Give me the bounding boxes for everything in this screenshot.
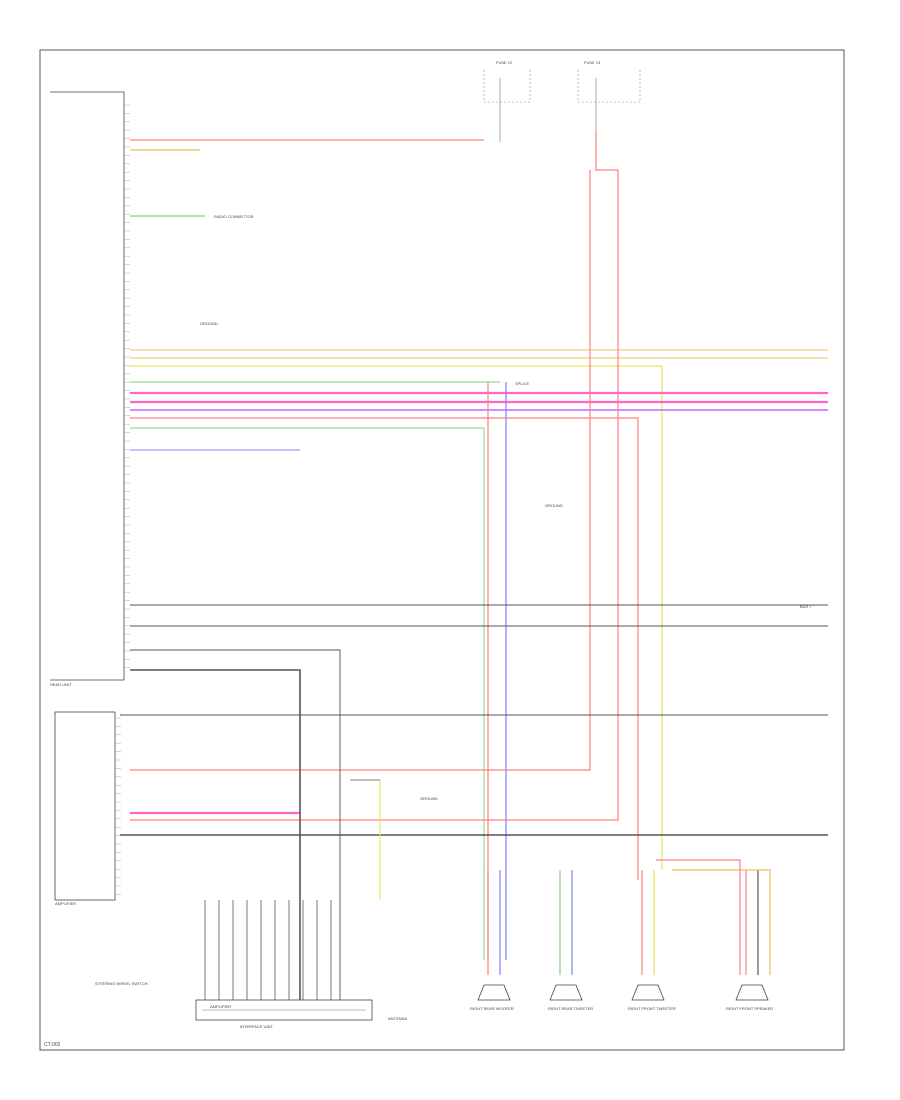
- splice-label: SPLICE: [515, 381, 530, 386]
- speaker-icon: [477, 984, 511, 1001]
- component-label-interface-unit: INTERFACE UNIT: [240, 1024, 273, 1029]
- head-unit-pins: [124, 104, 130, 669]
- head-unit: [50, 91, 130, 681]
- ground-label-mid: GROUND: [545, 503, 563, 508]
- component-label-amplifier: AMPLIFIER: [55, 901, 76, 906]
- speaker-icon: [549, 984, 583, 1001]
- wire-yellow-long: [130, 365, 663, 870]
- footer-code: CT-002: [44, 1042, 61, 1048]
- radio-note: RADIO CONNECTOR: [214, 214, 254, 219]
- component-label-rf-speaker: RIGHT FRONT SPEAKER: [726, 1006, 773, 1011]
- speaker-icon: [631, 984, 665, 1001]
- bus-label: BUS +: [800, 604, 812, 609]
- ground-label-top: GROUND: [200, 321, 218, 326]
- wire-grey-drop-1: [130, 669, 301, 1000]
- svg-text:FUSE 12: FUSE 12: [496, 60, 513, 65]
- svg-text:FUSE 13: FUSE 13: [584, 60, 601, 65]
- wire-red-speaker: [656, 859, 741, 975]
- fuse-block-b: FUSE 13: [577, 60, 641, 130]
- component-label-rr-tweeter: RIGHT REAR TWEETER: [548, 1006, 593, 1011]
- wire-red-mid: [130, 417, 639, 880]
- component-label-rf-woofer: RIGHT REAR WOOFER: [470, 1006, 514, 1011]
- component-label-steering-switch: STEERING WHEEL SWITCH: [95, 981, 148, 986]
- interface-unit: [195, 999, 373, 1021]
- wire-grey-drop-2: [130, 649, 341, 1000]
- wire-red-fuse: [130, 130, 619, 821]
- amp-note: AMPLIFIER: [210, 1004, 231, 1009]
- fuse-block-a: FUSE 12: [483, 60, 531, 142]
- component-label-antenna: ANTENNA: [388, 1016, 407, 1021]
- wire-orange-speaker: [672, 869, 771, 975]
- wire-red-amp: [130, 170, 591, 771]
- amplifier: [54, 711, 121, 901]
- component-label-rf-tweeter: RIGHT FRONT TWEETER: [628, 1006, 676, 1011]
- wire-green-long: [130, 427, 485, 960]
- component-label-head-unit: HEAD UNIT: [50, 682, 72, 687]
- diagram-frame: [39, 49, 845, 1051]
- speaker-icon: [735, 984, 769, 1001]
- ground-label-bottom: GROUND: [420, 796, 438, 801]
